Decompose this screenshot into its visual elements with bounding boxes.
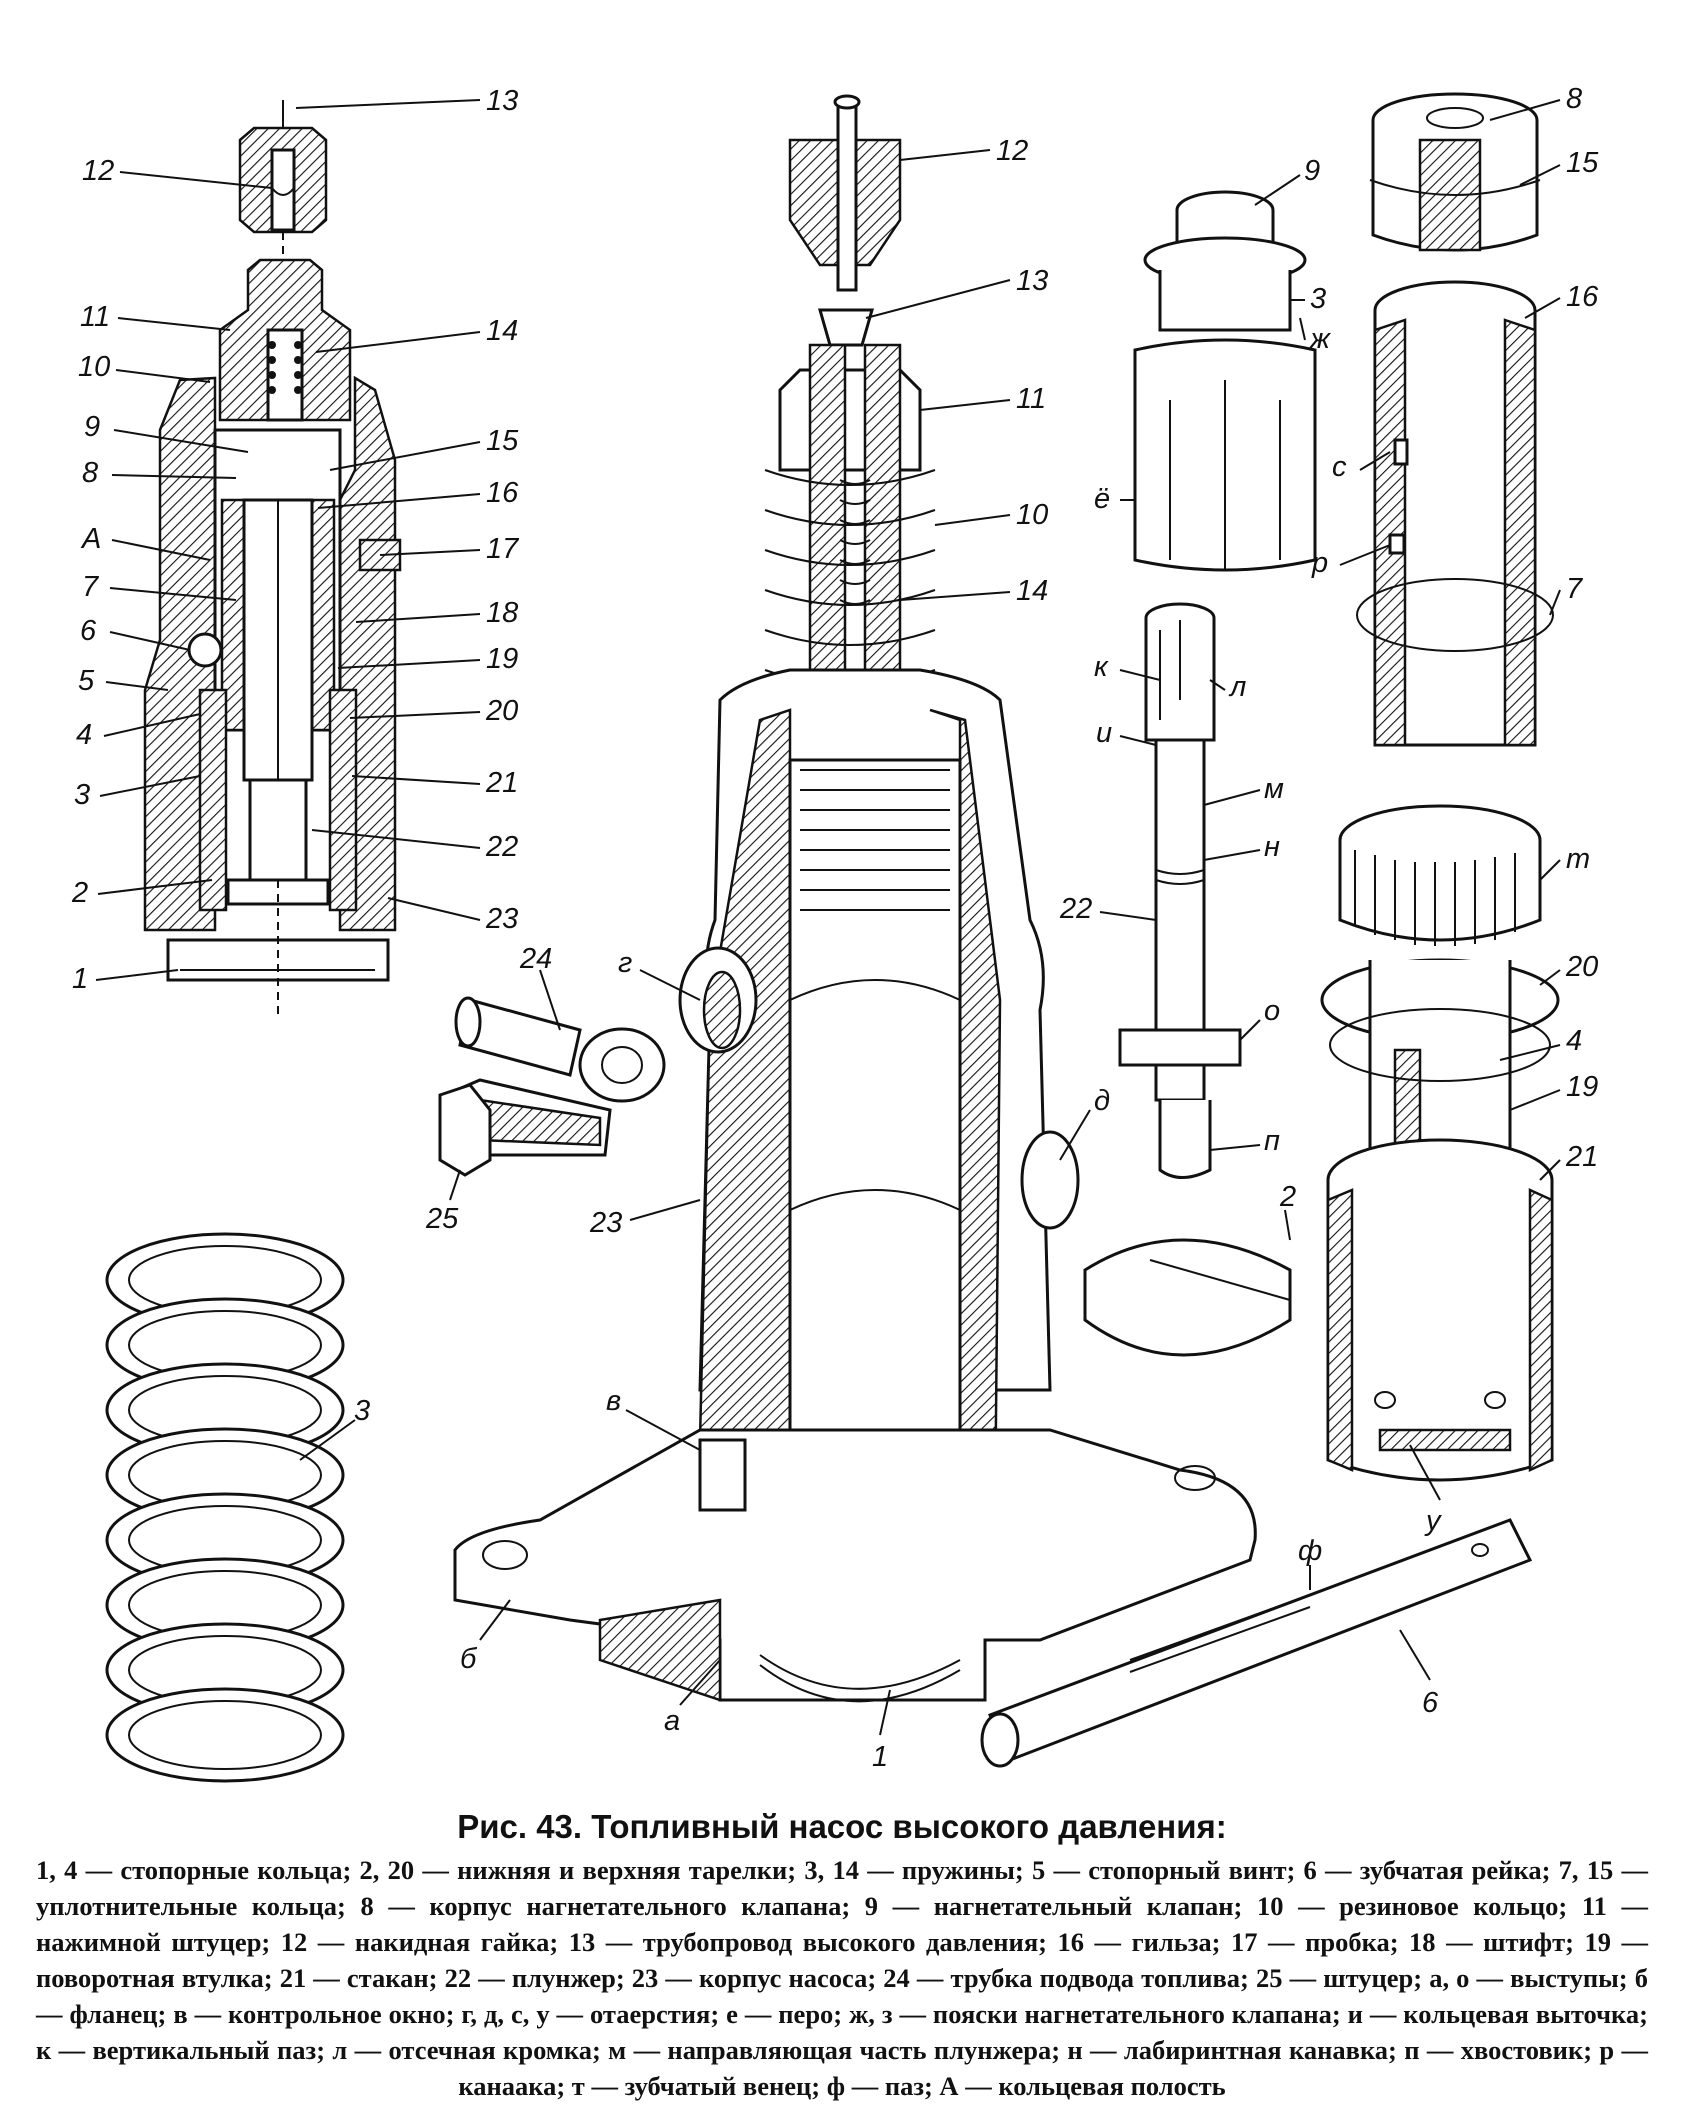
label-13-center: 13 [1016, 265, 1048, 297]
label-a: а [664, 1705, 680, 1737]
label-12: 12 [82, 155, 114, 187]
label-o: о [1264, 995, 1280, 1027]
label-10: 10 [78, 351, 110, 383]
label-z: 3 [1310, 283, 1326, 315]
label-4-right: 4 [1566, 1025, 1582, 1057]
label-yo: ё [1094, 483, 1110, 515]
label-21-right: 21 [1565, 1141, 1598, 1173]
label-17: 17 [486, 533, 520, 565]
label-6: 6 [80, 615, 97, 647]
label-7-right: 7 [1566, 573, 1584, 605]
label-4: 4 [76, 719, 92, 751]
label-s: с [1332, 451, 1347, 483]
label-1-center: 1 [872, 1741, 888, 1773]
spring-3 [105, 1232, 345, 1783]
label-23-center: 23 [589, 1207, 622, 1239]
label-20: 20 [485, 695, 518, 727]
label-23: 23 [485, 903, 518, 935]
label-7: 7 [82, 571, 100, 603]
label-d: д [1094, 1085, 1110, 1117]
label-v: в [606, 1385, 621, 1417]
center-labels: 12 13 11 10 14 г д 24 25 23 в б а 1 [425, 135, 1110, 1773]
label-21: 21 [485, 767, 518, 799]
label-2: 2 [71, 877, 88, 909]
internal-thread [800, 769, 950, 911]
label-5: 5 [78, 665, 95, 697]
label-22: 22 [485, 831, 518, 863]
caption-text: 1, 4 — стопорные кольца; 2, 20 — нижняя … [36, 1855, 1648, 2101]
label-2-right: 2 [1279, 1181, 1296, 1213]
pump-diagram: 13 12 11 14 10 9 15 8 16 А 17 7 18 6 19 … [71, 83, 1599, 1783]
label-u: у [1424, 1505, 1442, 1537]
label-13: 13 [486, 85, 518, 117]
spring-14-coils [268, 341, 302, 394]
label-t: т [1566, 843, 1590, 875]
spring-14-center [839, 479, 871, 605]
left-labels: 13 12 11 14 10 9 15 8 16 А 17 7 18 6 19 … [71, 85, 520, 995]
label-b: б [460, 1643, 478, 1675]
caption-title: Рис. 43. Топливный насос высокого давлен… [457, 1808, 1227, 1845]
label-g: г [618, 947, 632, 979]
center-leader-lines [449, 149, 1091, 1736]
label-16-right: 16 [1566, 281, 1599, 313]
label-14-center: 14 [1016, 575, 1048, 607]
inlet-tube-and-fitting [438, 996, 666, 1177]
label-n: н [1264, 831, 1280, 863]
label-l: л [1228, 671, 1246, 703]
label-m: м [1264, 773, 1284, 805]
right-leader-lines [1099, 99, 1561, 1681]
label-9: 9 [84, 411, 100, 443]
label-19-right: 19 [1566, 1071, 1598, 1103]
label-11: 11 [80, 301, 110, 333]
right-labels: 8 15 9 3 ж 16 ё с р 7 к л и м н 22 т 20 … [1059, 83, 1599, 1719]
label-22-right: 22 [1059, 893, 1092, 925]
label-20-right: 20 [1565, 951, 1598, 983]
label-15-right: 15 [1566, 147, 1599, 179]
left-leader-lines [95, 99, 481, 981]
label-25: 25 [425, 1203, 459, 1235]
label-11-center: 11 [1016, 383, 1046, 415]
label-A: А [80, 523, 101, 555]
label-8-right: 8 [1566, 83, 1582, 115]
label-18: 18 [486, 597, 518, 629]
label-15: 15 [486, 425, 519, 457]
gear-teeth [1354, 850, 1516, 946]
label-6-right: 6 [1422, 1687, 1439, 1719]
figure-caption: Рис. 43. Топливный насос высокого давлен… [0, 1808, 1684, 2104]
label-3: 3 [74, 779, 90, 811]
label-i: и [1096, 717, 1112, 749]
label-12-center: 12 [996, 135, 1028, 167]
sectional-assembly [143, 100, 402, 1020]
label-16: 16 [486, 477, 519, 509]
thread-bands [764, 469, 936, 686]
pump-housing [453, 94, 1257, 1703]
label-k: к [1094, 651, 1109, 683]
label-24: 24 [519, 943, 552, 975]
label-19: 19 [486, 643, 518, 675]
label-9-right: 9 [1304, 155, 1320, 187]
label-f: ф [1298, 1535, 1322, 1567]
label-r: р [1311, 547, 1328, 579]
label-zh: ж [1308, 323, 1331, 355]
label-1: 1 [72, 963, 88, 995]
label-8: 8 [82, 457, 98, 489]
label-3-spring: 3 [354, 1395, 370, 1427]
label-14: 14 [486, 315, 518, 347]
label-p: п [1264, 1125, 1280, 1157]
label-10-center: 10 [1016, 499, 1048, 531]
exploded-parts [980, 92, 1560, 1768]
